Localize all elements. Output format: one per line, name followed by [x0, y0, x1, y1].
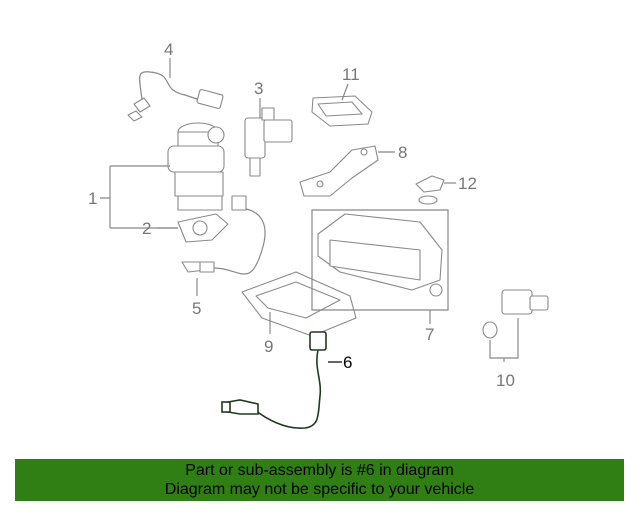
- part-9-tray[interactable]: [241, 271, 357, 337]
- callout-4: 4: [164, 40, 173, 59]
- callout-8: 8: [398, 143, 407, 162]
- callout-6: 6: [343, 353, 352, 372]
- part-4-oxygen-sensor[interactable]: [127, 71, 224, 122]
- part-5-oxygen-sensor[interactable]: [181, 195, 266, 275]
- parts-diagram: 4 1 2 3 11 8 12: [88, 40, 549, 429]
- part-3-solenoid[interactable]: [244, 107, 293, 177]
- part-6-oxygen-sensor[interactable]: [221, 331, 327, 429]
- banner-line-2: Diagram may not be specific to your vehi…: [164, 481, 475, 498]
- callout-11: 11: [342, 65, 360, 84]
- part-info-banner: Part or sub-assembly is #6 in diagram Di…: [15, 459, 624, 501]
- callout-5: 5: [192, 299, 201, 318]
- callout-9: 9: [264, 337, 273, 356]
- part-12-sensor[interactable]: [415, 175, 445, 205]
- callout-3: 3: [254, 79, 263, 98]
- part-2-egr-gasket[interactable]: [177, 213, 229, 243]
- callout-2: 2: [142, 219, 151, 238]
- part-10-sensor[interactable]: [482, 289, 549, 339]
- callout-1: 1: [88, 189, 97, 208]
- callout-10: 10: [496, 371, 515, 390]
- callout-12: 12: [458, 174, 477, 193]
- part-11-bracket[interactable]: [311, 95, 373, 127]
- part-8-bracket[interactable]: [299, 145, 379, 197]
- part-7-canister[interactable]: [311, 209, 449, 311]
- part-1-egr-valve[interactable]: [167, 122, 225, 211]
- callout-7: 7: [425, 325, 434, 344]
- banner-line-1: Part or sub-assembly is #6 in diagram: [185, 462, 454, 479]
